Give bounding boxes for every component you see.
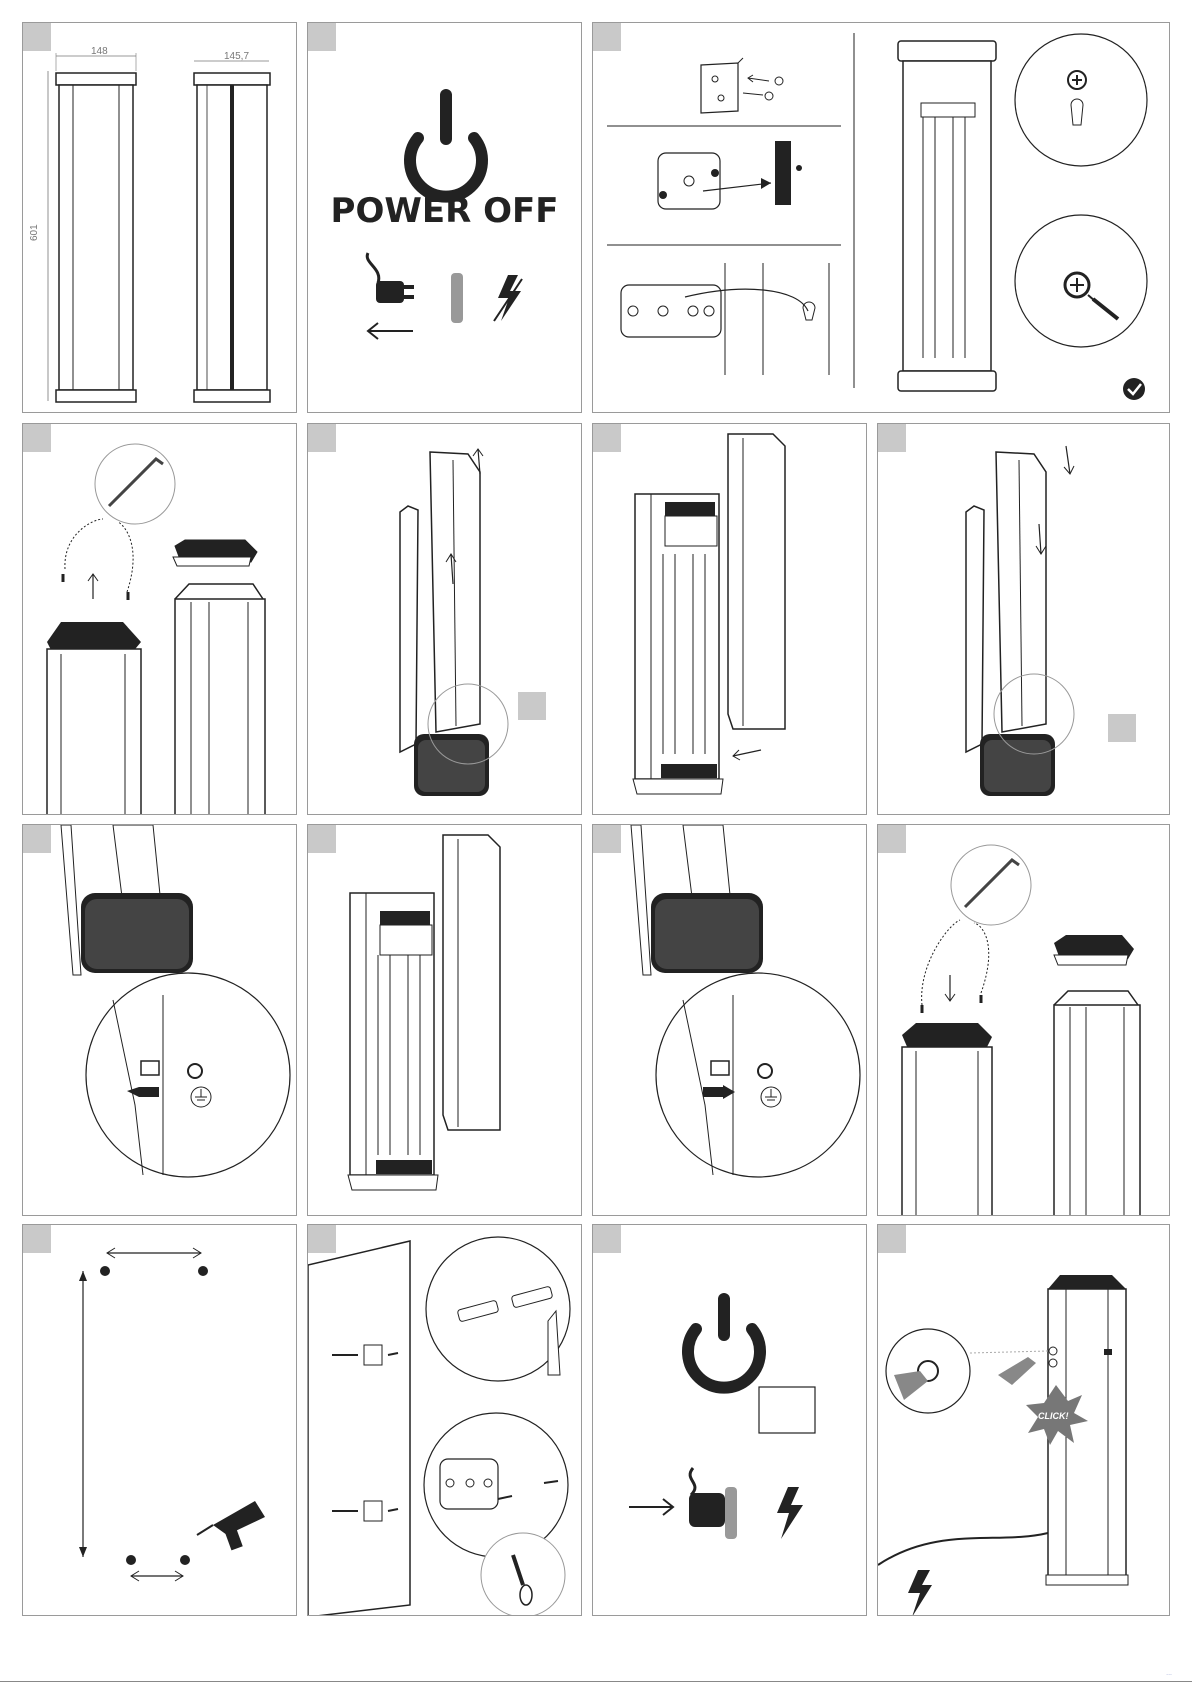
power-icon [688, 1299, 760, 1388]
lightning-icon [908, 1570, 932, 1616]
width-dimension-left: 148 [91, 46, 108, 57]
footer-text: ... [1166, 1670, 1172, 1677]
step-panel-wall-bracket [592, 22, 1170, 413]
power-icon [410, 95, 482, 197]
step-panel-dimensions: 148 601 145,7 [22, 22, 297, 413]
lightning-icon [494, 275, 522, 321]
arrow-left-icon [368, 323, 413, 339]
plug-icon [367, 253, 463, 323]
click-label: CLICK! [1038, 1411, 1069, 1421]
press-button-drawing: CLICK! [878, 1225, 1170, 1616]
plug-icon [689, 1468, 737, 1539]
bracket-mounting-drawing [593, 23, 1170, 413]
step-panel-remove-top-screws [22, 423, 297, 815]
slide-cover-down-drawing [878, 424, 1170, 815]
indicator-box [759, 1387, 815, 1433]
step-panel-lamp-access [307, 824, 582, 1216]
arrow-right-icon [629, 1499, 673, 1515]
step-panel-mount-brackets [307, 1224, 582, 1616]
step-panel-remove-cover [592, 423, 867, 815]
step-panel-press-button: CLICK! [877, 1224, 1170, 1616]
check-circle-icon [1123, 378, 1145, 400]
power-on-graphics [593, 1225, 867, 1616]
step-panel-power-off: POWER OFF [307, 22, 582, 413]
dimension-drawing: 148 601 145,7 [23, 23, 297, 413]
ground-disconnect-drawing [23, 825, 297, 1216]
drill-holes-drawing [23, 1225, 297, 1616]
width-dimension-right: 145,7 [224, 51, 249, 62]
replace-top-drawing [878, 825, 1170, 1216]
mount-brackets-drawing [308, 1225, 582, 1616]
remove-cover-drawing [593, 424, 867, 815]
remove-top-drawing [23, 424, 297, 815]
screwdriver-icon [481, 1533, 565, 1616]
power-off-title: POWER OFF [308, 191, 581, 231]
allen-key-icon [95, 444, 175, 524]
lightning-icon [777, 1487, 803, 1539]
height-dimension: 601 [29, 224, 40, 241]
step-panel-power-on [592, 1224, 867, 1616]
footer-divider [0, 1681, 1192, 1682]
step-panel-slide-cover-down [877, 423, 1170, 815]
drill-icon [197, 1501, 265, 1550]
step-panel-drill-holes [22, 1224, 297, 1616]
step-panel-disconnect-ground [22, 824, 297, 1216]
step-panel-reconnect-ground [592, 824, 867, 1216]
step-panel-replace-top [877, 824, 1170, 1216]
ground-icon [191, 1087, 211, 1107]
step-panel-slide-cover-up [307, 423, 582, 815]
lamp-access-drawing [308, 825, 582, 1216]
slide-cover-drawing [308, 424, 582, 815]
ground-reconnect-drawing [593, 825, 867, 1216]
